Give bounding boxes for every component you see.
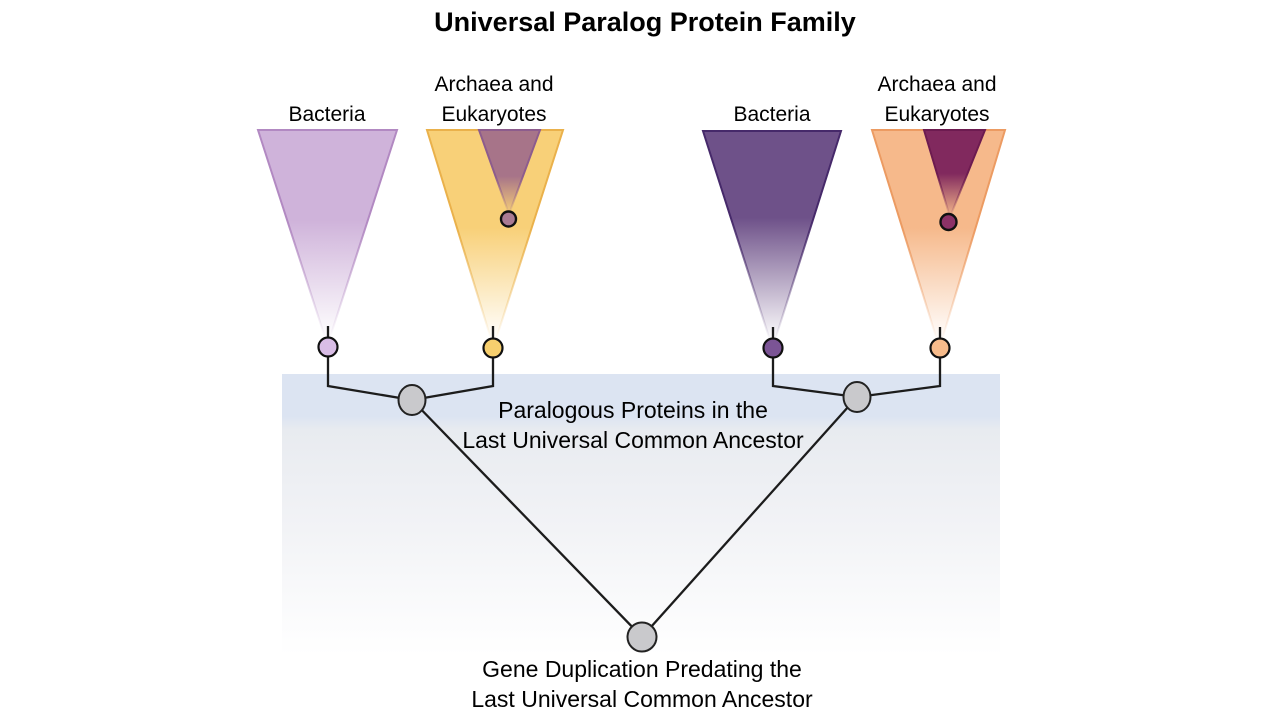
gene-duplication-node xyxy=(626,621,658,653)
gene-duplication-annotation-line: Gene Duplication Predating the xyxy=(482,656,802,682)
clade-cone-bacteria-2 xyxy=(701,130,843,352)
clade-label-line: Eukaryotes xyxy=(884,103,990,126)
nested-paralog-origin-dot-1 xyxy=(499,210,518,228)
diagram-title: Universal Paralog Protein Family xyxy=(434,7,856,37)
nested-paralog-cone-1 xyxy=(477,129,542,217)
tip-node-archaea-eukaryotes-2 xyxy=(929,337,951,359)
gene-duplication-annotation-line: Last Universal Common Ancestor xyxy=(471,686,813,712)
clade-label-line: Archaea and xyxy=(434,73,554,96)
clade-cone-bacteria-1 xyxy=(256,129,399,349)
tip-node-bacteria-1 xyxy=(317,336,339,358)
clade-label-archaea-eukaryotes-2: Archaea and Eukaryotes xyxy=(877,70,996,130)
clade-label-bacteria-1: Bacteria xyxy=(288,103,366,126)
time-band-background xyxy=(282,374,1000,655)
luca-annotation-line: Last Universal Common Ancestor xyxy=(462,427,804,453)
luca-annotation-line: Paralogous Proteins in the xyxy=(498,397,768,423)
luca-node-right xyxy=(842,381,872,413)
tip-node-archaea-eukaryotes-1 xyxy=(482,337,504,359)
gene-duplication-annotation: Gene Duplication Predating the Last Univ… xyxy=(471,654,812,714)
clade-label-bacteria-2: Bacteria xyxy=(733,103,811,126)
nested-paralog-origin-dot-2 xyxy=(939,212,958,232)
luca-annotation: Paralogous Proteins in the Last Universa… xyxy=(462,395,803,455)
luca-node-left xyxy=(397,384,427,416)
tree-branch-luca-right xyxy=(641,396,858,638)
tree-branch-luca-left xyxy=(411,399,643,638)
tip-node-bacteria-2 xyxy=(762,337,784,359)
clade-label-archaea-eukaryotes-1: Archaea and Eukaryotes xyxy=(434,70,553,130)
clade-label-line: Archaea and xyxy=(877,73,997,96)
clade-label-line: Eukaryotes xyxy=(441,103,547,126)
nested-paralog-cone-2 xyxy=(922,129,987,221)
